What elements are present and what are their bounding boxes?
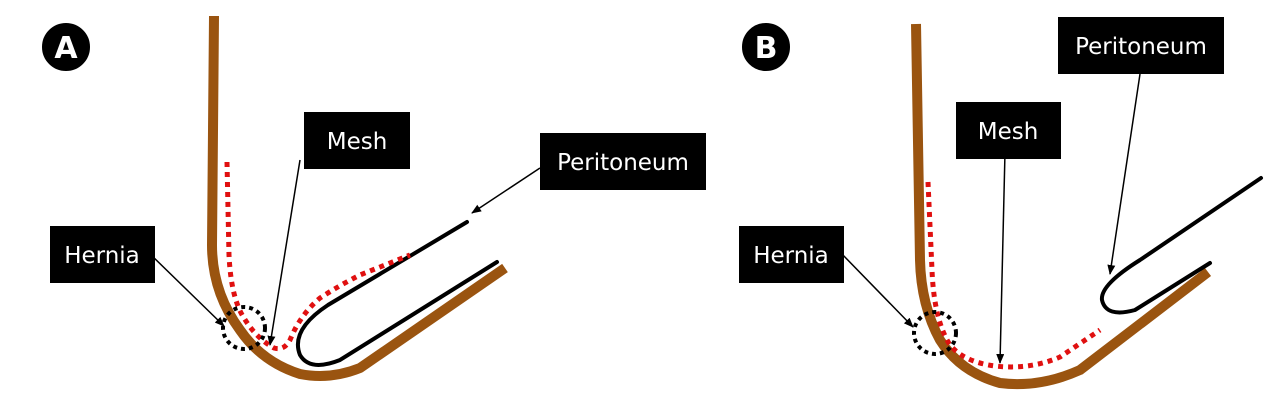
panel-a-badge: A (40, 21, 92, 73)
panel-a-peritoneum-arrow (471, 167, 541, 214)
panel-b-peritoneum-label: Peritoneum (1058, 17, 1224, 74)
panel-a-peritoneum-label-text: Peritoneum (557, 150, 689, 176)
panel-b-mesh (925, 181, 1102, 370)
panel-a-peritoneum (295, 220, 499, 367)
panel-b: B Mesh Peritoneum Hernia (739, 17, 1263, 390)
panel-b-hernia-circle (912, 310, 958, 356)
panel-a-badge-label: A (54, 31, 78, 66)
panel-b-badge-label: B (755, 31, 778, 66)
panel-b-peritoneum-label-box (1058, 17, 1224, 74)
panel-a-mesh-arrow (267, 159, 301, 346)
panel-b-mesh-label: Mesh (956, 102, 1061, 159)
panel-b-mesh-arrow (996, 151, 1006, 364)
panel-a-hernia-arrow (147, 251, 225, 327)
panel-b-peritoneum (1099, 176, 1263, 315)
panel-a-mesh (224, 161, 411, 352)
panel-a-hernia-label-text: Hernia (64, 243, 140, 269)
panel-b-mesh-label-text: Mesh (978, 119, 1039, 145)
panel-a-peritoneum-label-box (540, 133, 706, 190)
panel-a-mesh-label-box (304, 112, 410, 169)
panel-a-hernia-circle (221, 305, 267, 351)
panel-b-hernia-label-text: Hernia (753, 243, 829, 269)
panel-a-mesh-label: Mesh (304, 112, 410, 169)
panel-a-peritoneum-label: Peritoneum (540, 133, 706, 190)
panel-a-hernia-label-box (50, 226, 155, 283)
panel-b-hernia-arrow (839, 251, 914, 328)
panel-b-hernia-label: Hernia (739, 226, 844, 283)
panel-a-mesh-label-text: Mesh (327, 129, 388, 155)
panel-b-peritoneum-arrow (1107, 73, 1141, 275)
panel-b-hernia-label-box (739, 226, 844, 283)
panel-b-badge-circle (740, 21, 792, 73)
panel-b-badge: B (740, 21, 792, 73)
panel-a-abdominal-wall (207, 15, 508, 381)
panel-b-abdominal-wall (911, 23, 1212, 390)
panel-b-mesh-label-box (956, 102, 1061, 159)
panel-a-badge-circle (40, 21, 92, 73)
panel-b-peritoneum-label-text: Peritoneum (1075, 34, 1207, 60)
panel-a: A Mesh Peritoneum Hernia (40, 15, 706, 381)
panel-a-hernia-label: Hernia (50, 226, 155, 283)
